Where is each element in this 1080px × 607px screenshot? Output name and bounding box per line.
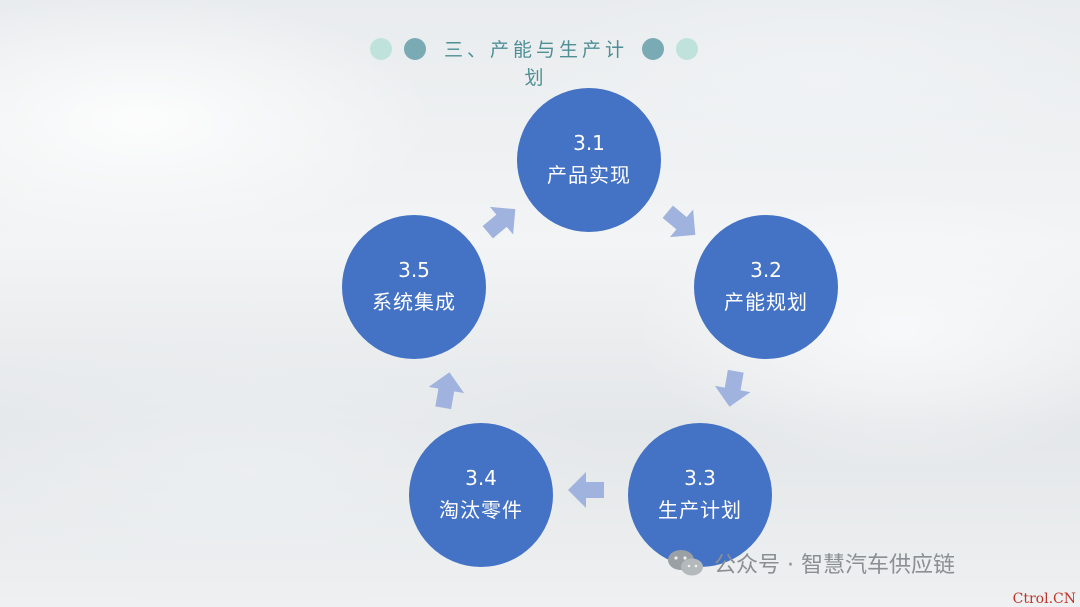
watermark: 公众号 · 智慧汽车供应链 [666,547,955,579]
node-label: 产品实现 [547,163,631,187]
dot-dark-right [642,38,664,60]
watermark-text: 公众号 · 智慧汽车供应链 [714,553,955,578]
arrow-2-to-3 [714,369,751,407]
node-3-5: 3.5 系统集成 [342,215,486,359]
node-label: 淘汰零件 [439,498,523,522]
node-label: 系统集成 [372,290,456,314]
node-number: 3.2 [750,258,782,282]
arrow-5-to-1 [482,206,516,239]
dot-dark-left [404,38,426,60]
arrow-4-to-5 [428,372,465,410]
arrow-1-to-2 [662,205,696,238]
node-number: 3.3 [684,466,716,490]
node-number: 3.1 [573,131,605,155]
wechat-icon [668,550,703,576]
node-label: 产能规划 [724,290,808,314]
title-row: 三、产能与生产计划 [364,30,704,90]
node-3-3: 3.3 生产计划 [628,423,772,567]
dot-light-left [370,38,392,60]
page-title: 三、产能与生产计划 [443,39,628,89]
corner-mark: Ctrol.CN [1012,591,1076,607]
node-number: 3.5 [398,258,430,282]
node-3-4: 3.4 淘汰零件 [409,423,553,567]
node-number: 3.4 [465,466,497,490]
arrow-3-to-4 [568,472,604,508]
node-label: 生产计划 [658,498,742,522]
dot-light-right [676,38,698,60]
node-3-1: 3.1 产品实现 [517,88,661,232]
node-3-2: 3.2 产能规划 [694,215,838,359]
